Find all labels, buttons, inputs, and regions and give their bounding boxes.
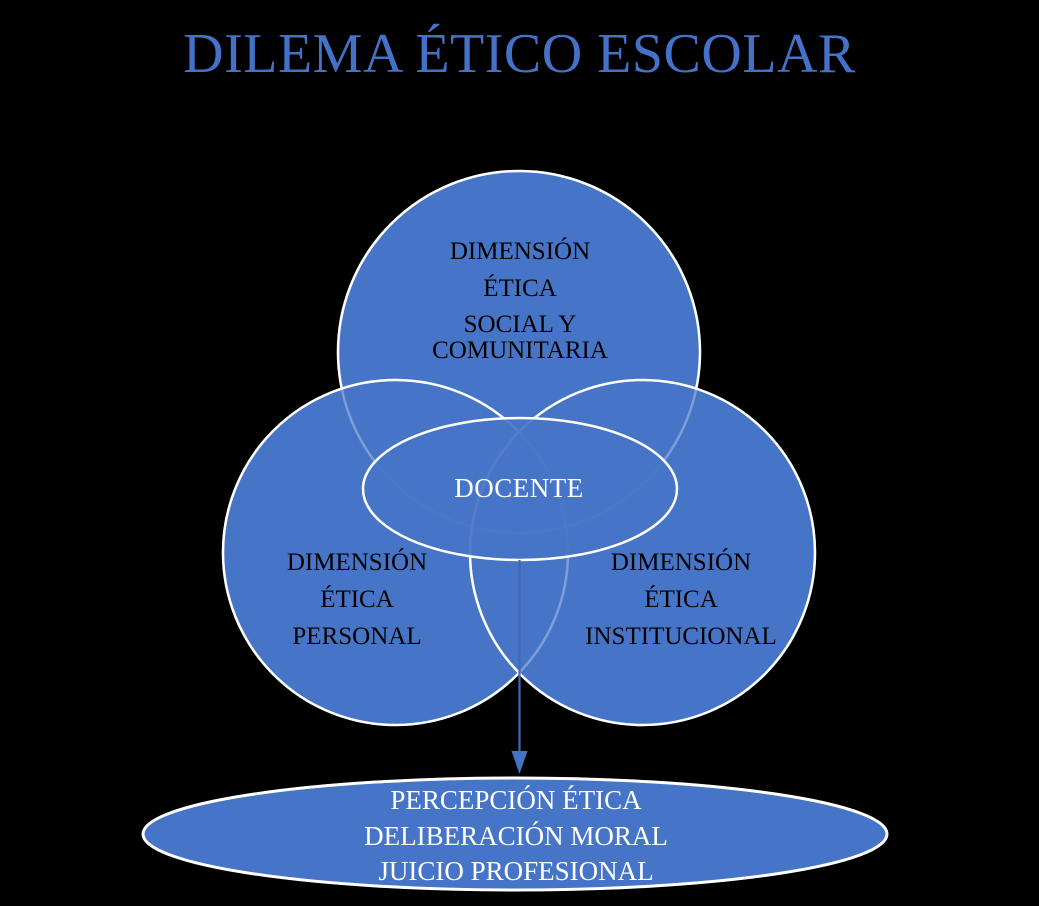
circle-label-personal: DIMENSIÓN ÉTICA PERSONAL <box>207 544 507 655</box>
circle-label-social-comunitaria: DIMENSIÓN ÉTICA SOCIAL Y COMUNITARIA <box>410 233 630 364</box>
outcome-ellipse <box>141 776 889 892</box>
label-line: DIMENSIÓN <box>449 238 591 265</box>
outcome-label: PERCEPCIÓN ÉTICA DELIBERACIÓN MORAL JUIC… <box>276 783 756 890</box>
docente-label: DOCENTE <box>454 473 584 503</box>
outcome-line: DELIBERACIÓN MORAL <box>364 820 668 851</box>
label-line: ÉTICA <box>320 586 394 613</box>
circle-label-institucional: DIMENSIÓN ÉTICA INSTITUCIONAL <box>531 544 831 655</box>
down-arrow <box>511 560 528 774</box>
label-line: DIMENSIÓN <box>286 549 428 576</box>
label-line: ÉTICA <box>644 586 718 613</box>
label-line: PERSONAL <box>292 623 422 650</box>
outcome-line: JUICIO PROFESIONAL <box>378 856 654 886</box>
label-line: ÉTICA <box>483 275 557 302</box>
label-line: DIMENSIÓN <box>610 549 752 576</box>
label-line: SOCIAL Y COMUNITARIA <box>432 311 608 364</box>
label-line: INSTITUCIONAL <box>585 623 777 650</box>
outcome-line: PERCEPCIÓN ÉTICA <box>390 785 642 815</box>
down-arrow-head-icon <box>511 751 528 774</box>
page-title: DILEMA ÉTICO ESCOLAR <box>183 23 856 85</box>
